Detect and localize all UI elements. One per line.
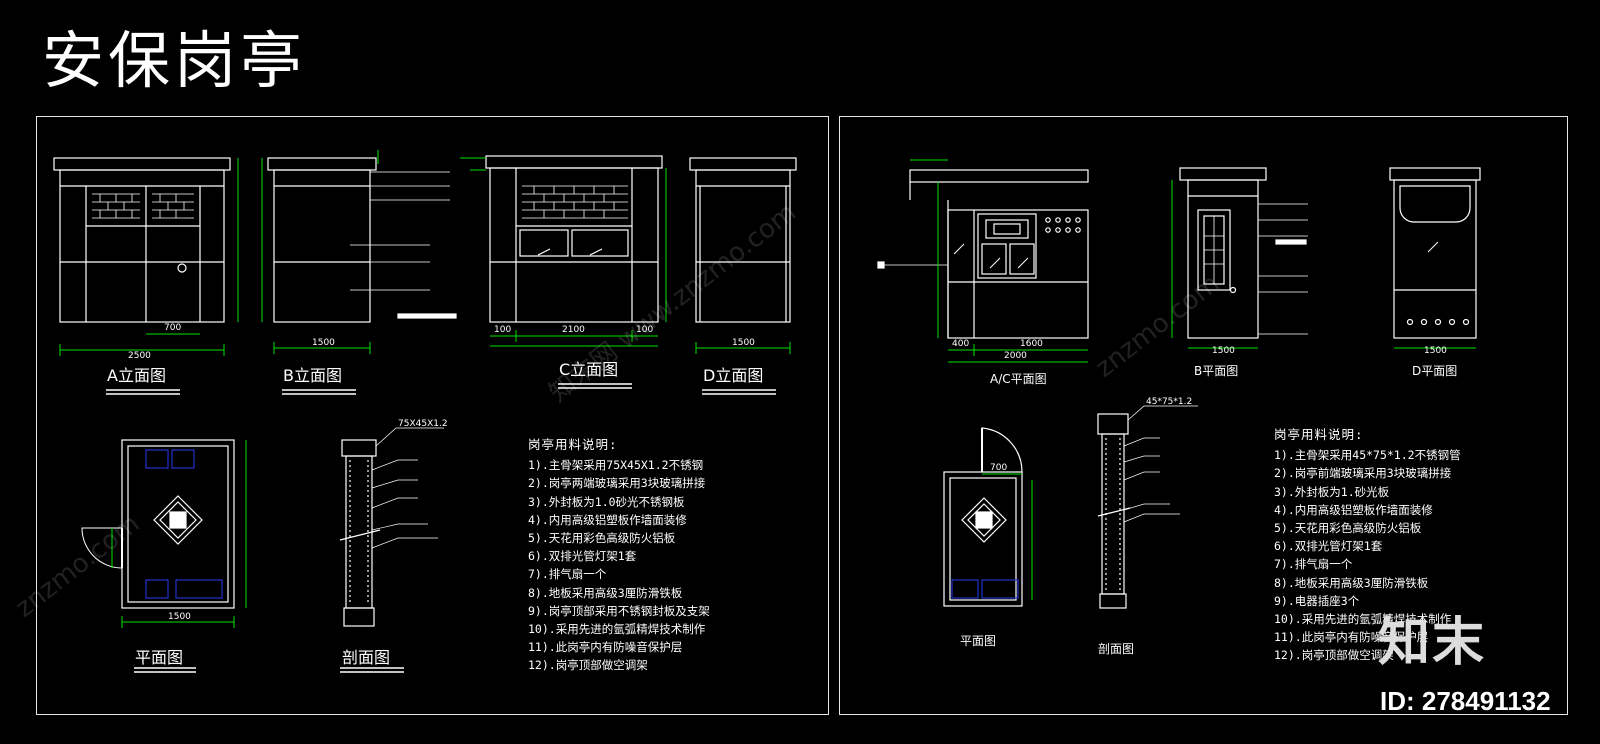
right-plan-dimensions bbox=[982, 473, 1033, 600]
c-seg3-dim: 100 bbox=[636, 325, 654, 335]
right-section-label: 剖面图 bbox=[1098, 642, 1135, 656]
left-note-item: 5).天花用彩色高级防火铝板 bbox=[528, 531, 676, 546]
left-plan bbox=[81, 439, 235, 609]
right-note-item: 6).双排光管灯架1套 bbox=[1274, 539, 1383, 554]
b-plan-elevation bbox=[1179, 167, 1308, 339]
right-note-item: 12).岗亭顶部做空调架 bbox=[1274, 648, 1394, 663]
right-section-tag: 45*75*1.2 bbox=[1146, 397, 1193, 407]
left-note-item: 12).岗亭顶部做空调架 bbox=[528, 658, 648, 673]
a-elevation bbox=[53, 157, 231, 323]
right-note-item: 5).天花用彩色高级防火铝板 bbox=[1274, 521, 1422, 536]
left-note-item: 4).内用高级铝塑板作墙面装修 bbox=[528, 512, 687, 527]
d-plan-width-dim: 1500 bbox=[1424, 346, 1447, 356]
image-id: ID: 278491132 bbox=[1380, 686, 1551, 716]
right-note-item: 10).采用先进的氩弧精焊技术制作 bbox=[1274, 612, 1452, 627]
a-elevation-label: A立面图 bbox=[107, 366, 166, 385]
left-note-item: 8).地板采用高级3厘防滑铁板 bbox=[528, 585, 683, 600]
b-dimensions bbox=[261, 150, 379, 354]
left-note-item: 9).岗亭顶部采用不锈钢封板及支架 bbox=[528, 603, 710, 618]
c-elevation-label: C立面图 bbox=[559, 360, 619, 379]
left-note-item: 7).排气扇一个 bbox=[528, 567, 607, 582]
a-width-dim: 2500 bbox=[128, 351, 151, 361]
right-plan bbox=[943, 427, 1023, 607]
left-note-item: 2).岗亭两端玻璃采用3块玻璃拼接 bbox=[528, 476, 706, 491]
right-plan-door-dim: 700 bbox=[990, 463, 1008, 473]
ac-seg2-dim: 1600 bbox=[1020, 339, 1043, 349]
right-note-item: 3).外封板为1.砂光板 bbox=[1274, 484, 1390, 499]
a-door-dim: 700 bbox=[164, 323, 182, 333]
right-note-item: 2).岗亭前端玻璃采用3块玻璃拼接 bbox=[1274, 466, 1452, 481]
znzmo-logo: 知末 bbox=[1378, 613, 1487, 673]
right-note-item: 4).内用高级铝塑板作墙面装修 bbox=[1274, 502, 1433, 517]
d-elevation-label: D立面图 bbox=[703, 366, 764, 385]
right-note-item: 9).电器插座3个 bbox=[1274, 593, 1360, 608]
ac-plan-label: A/C平面图 bbox=[990, 372, 1047, 386]
left-note-item: 1).主骨架采用75X45X1.2不锈钢 bbox=[528, 458, 704, 473]
ac-dimensions bbox=[910, 159, 1088, 363]
left-note-item: 11).此岗亭内有防噪音保护层 bbox=[528, 640, 683, 655]
left-note-item: 3).外封板为1.0砂光不锈钢板 bbox=[528, 494, 685, 509]
plan-width-dim: 1500 bbox=[168, 612, 191, 622]
label-underlines bbox=[106, 383, 776, 673]
left-note-item: 6).双排光管灯架1套 bbox=[528, 549, 637, 564]
b-plan-label: B平面图 bbox=[1194, 364, 1239, 378]
left-section-label: 剖面图 bbox=[342, 648, 391, 667]
ac-elevation bbox=[877, 169, 1089, 339]
b-elevation bbox=[267, 157, 457, 323]
left-section bbox=[339, 427, 444, 627]
right-note-item: 11).此岗亭内有防噪音保护层 bbox=[1274, 630, 1429, 645]
b-elevation-label: B立面图 bbox=[283, 366, 342, 385]
ac-width-dim: 2000 bbox=[1004, 351, 1027, 361]
vent-holes bbox=[1045, 217, 1081, 233]
right-note-item: 7).排气扇一个 bbox=[1274, 557, 1353, 572]
right-note-item: 8).地板采用高级3厘防滑铁板 bbox=[1274, 575, 1429, 590]
d-width-dim: 1500 bbox=[732, 338, 755, 348]
left-material-notes: 岗亭用料说明: 1).主骨架采用75X45X1.2不锈钢 2).岗亭两端玻璃采用… bbox=[528, 436, 710, 675]
left-notes-title: 岗亭用料说明: bbox=[528, 437, 618, 452]
right-plan-label: 平面图 bbox=[960, 634, 997, 648]
left-plan-label: 平面图 bbox=[135, 648, 184, 667]
a-dimensions bbox=[59, 158, 239, 356]
b-plan-dimensions bbox=[1171, 180, 1258, 349]
c-dimensions bbox=[460, 157, 667, 347]
d-plan-label: D平面图 bbox=[1412, 364, 1458, 378]
right-drawing-frame bbox=[839, 116, 1568, 715]
drawing-title: 安保岗亭 bbox=[42, 24, 307, 97]
c-elevation bbox=[485, 155, 663, 323]
left-note-item: 10).采用先进的氩弧精焊技术制作 bbox=[528, 622, 706, 637]
d-elevation bbox=[689, 157, 797, 323]
right-note-item: 1).主骨架采用45*75*1.2不锈钢管 bbox=[1274, 448, 1461, 463]
d-dimensions bbox=[695, 342, 791, 354]
b-width-dim: 1500 bbox=[312, 338, 335, 348]
b-plan-width-dim: 1500 bbox=[1212, 346, 1235, 356]
ac-seg1-dim: 400 bbox=[952, 339, 970, 349]
c-seg2-dim: 2100 bbox=[562, 325, 585, 335]
right-material-notes: 岗亭用料说明: 1).主骨架采用45*75*1.2不锈钢管 2).岗亭前端玻璃采… bbox=[1274, 426, 1461, 665]
section-tag: 75X45X1.2 bbox=[398, 419, 448, 429]
left-plan-dimensions bbox=[111, 440, 247, 628]
left-drawing-frame bbox=[36, 116, 829, 715]
d-plan-elevation bbox=[1389, 167, 1481, 339]
c-seg1-dim: 100 bbox=[494, 325, 512, 335]
right-notes-title: 岗亭用料说明: bbox=[1274, 427, 1364, 442]
right-section bbox=[1097, 405, 1198, 609]
